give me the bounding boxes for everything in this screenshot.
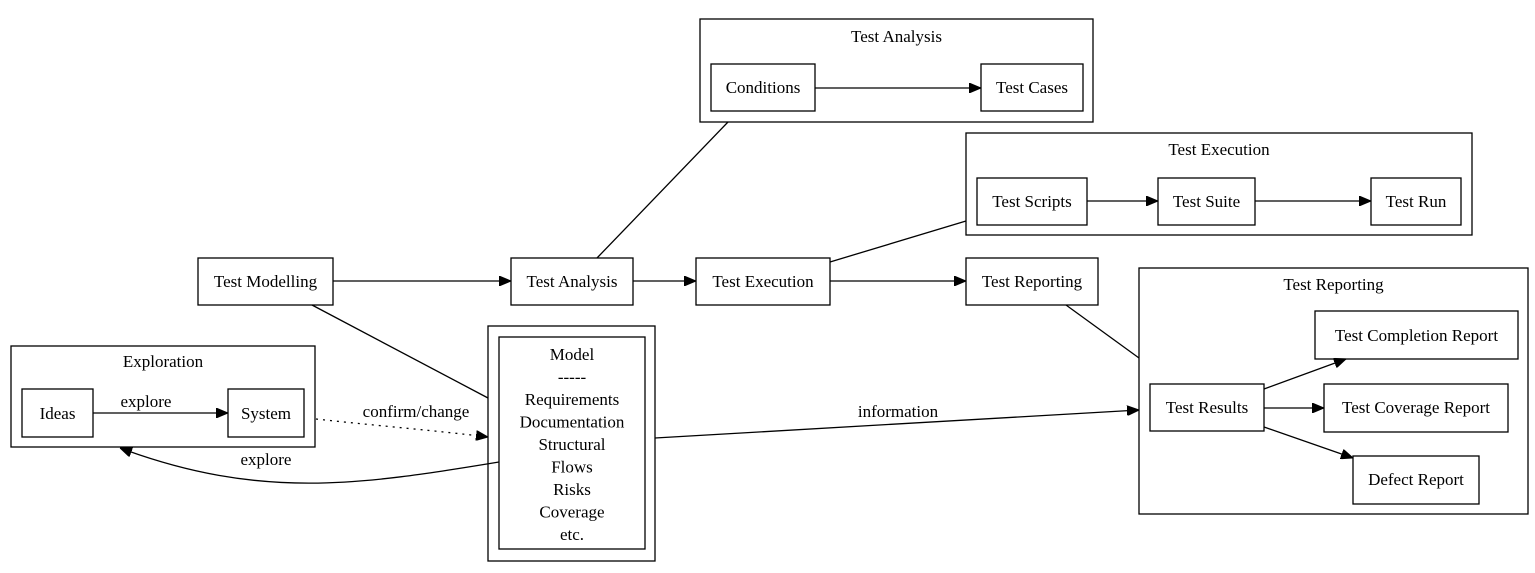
node-label: Test Coverage Report: [1342, 398, 1490, 417]
node-label: Test Results: [1166, 398, 1248, 417]
node-test-cases: Test Cases: [980, 63, 1084, 112]
node-label: Test Scripts: [992, 192, 1072, 211]
edge-model-to-results: [654, 410, 1139, 439]
node-model: Model ----- RequirementsDocumentationStruc…: [487, 325, 656, 562]
node-test-run: Test Run: [1370, 177, 1462, 226]
node-label: Test Run: [1386, 192, 1447, 211]
node-defect-report: Defect Report: [1352, 455, 1480, 505]
node-label: Test Modelling: [214, 272, 318, 291]
edge-results-to-completion: [1263, 359, 1346, 390]
edge-system-to-model: [315, 418, 488, 437]
node-system: System: [227, 388, 305, 438]
node-label: Test Completion Report: [1335, 326, 1498, 345]
model-line: -----: [558, 368, 587, 387]
node-label: Test Suite: [1173, 192, 1240, 211]
edge-label-explore-back: explore: [241, 450, 292, 469]
cluster-title: Test Execution: [1168, 140, 1270, 159]
node-label: Ideas: [40, 404, 76, 423]
node-label: Defect Report: [1368, 470, 1464, 489]
node-label: Test Execution: [712, 272, 814, 291]
cluster-title: Test Reporting: [1283, 275, 1384, 294]
edge-model-to-exploration: [120, 448, 500, 484]
edge-results-to-defect: [1263, 426, 1353, 458]
node-label: Test Reporting: [982, 272, 1083, 291]
edge-analysis-to-cluster: [596, 121, 729, 259]
node-test-completion-report: Test Completion Report: [1314, 310, 1519, 360]
model-lines: Model ----- RequirementsDocumentationStruc…: [520, 345, 625, 544]
node-test-suite: Test Suite: [1157, 177, 1256, 226]
edge-modelling-to-model: [311, 304, 489, 399]
node-test-modelling: Test Modelling: [197, 257, 334, 306]
cluster-title: Exploration: [123, 352, 204, 371]
node-test-results: Test Results: [1149, 383, 1265, 432]
model-line: Coverage: [539, 503, 604, 522]
node-label: Test Cases: [996, 78, 1068, 97]
model-line: Documentation: [520, 413, 625, 432]
node-test-analysis: Test Analysis: [510, 257, 634, 306]
model-line: Model: [550, 345, 595, 364]
node-conditions: Conditions: [710, 63, 816, 112]
cluster-title: Test Analysis: [851, 27, 942, 46]
model-line: Risks: [553, 480, 591, 499]
model-line: Structural: [538, 435, 605, 454]
model-line: Requirements: [525, 390, 619, 409]
node-test-reporting: Test Reporting: [965, 257, 1099, 306]
edge-label-information: information: [858, 402, 939, 421]
model-line: Flows: [551, 458, 593, 477]
edge-label-explore: explore: [121, 392, 172, 411]
edge-reporting-to-cluster: [1065, 304, 1140, 359]
node-label: System: [241, 404, 291, 423]
node-test-execution: Test Execution: [695, 257, 831, 306]
model-line: etc.: [560, 525, 584, 544]
edge-execution-to-cluster: [829, 220, 967, 263]
node-test-coverage-report: Test Coverage Report: [1323, 383, 1509, 433]
node-ideas: Ideas: [21, 388, 94, 438]
edge-label-confirm-change: confirm/change: [363, 402, 470, 421]
node-label: Conditions: [726, 78, 801, 97]
node-label: Test Analysis: [527, 272, 618, 291]
node-test-scripts: Test Scripts: [976, 177, 1088, 226]
